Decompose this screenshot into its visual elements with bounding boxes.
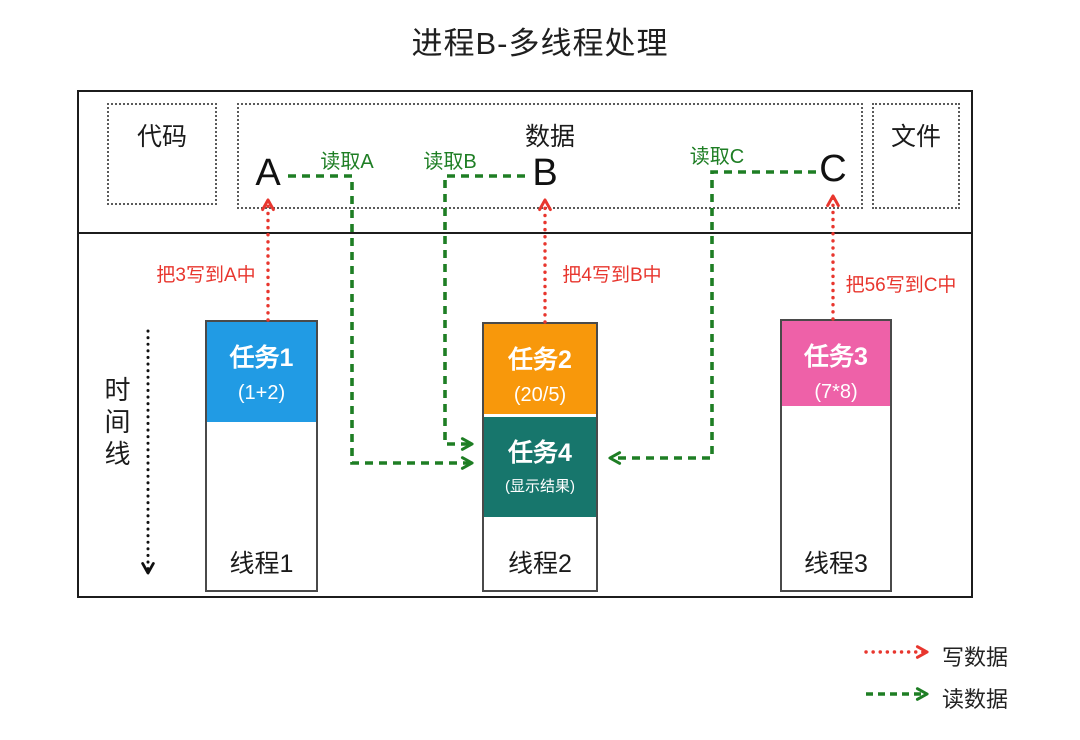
- read-b-label: 读取B: [423, 151, 477, 173]
- code-box: 代码: [107, 103, 217, 205]
- thread-3-column: 任务3 (7*8) 线程3: [780, 319, 892, 592]
- variable-a: A: [255, 152, 281, 194]
- process-box: [77, 90, 973, 598]
- file-box: 文件: [872, 103, 960, 209]
- legend-write-label: 写数据: [942, 645, 1009, 670]
- data-box-label: 数据: [524, 123, 575, 151]
- thread-2-label: 线程2: [508, 550, 572, 578]
- thread-2-column: 任务2 (20/5) 任务4 (显示结果) 线程2: [482, 322, 598, 592]
- task-3-block: 任务3 (7*8): [782, 321, 890, 406]
- write-b-label: 把4写到B中: [562, 265, 662, 286]
- write-c-label: 把56写到C中: [845, 275, 957, 296]
- task-2-title: 任务2: [508, 346, 572, 374]
- timeline-label: 时间线: [101, 376, 131, 472]
- task-4-detail: (显示结果): [505, 478, 575, 495]
- task-4-title: 任务4: [508, 439, 572, 467]
- code-box-label: 代码: [136, 123, 187, 151]
- thread-3-label: 线程3: [804, 550, 868, 578]
- read-c-label: 读取C: [689, 146, 745, 168]
- task-4-block: 任务4 (显示结果): [484, 417, 596, 517]
- task-3-detail: (7*8): [814, 381, 858, 403]
- thread-1-label: 线程1: [229, 550, 294, 578]
- read-a-label: 读取A: [320, 151, 374, 173]
- task-2-detail: (20/5): [513, 384, 567, 406]
- variable-b: B: [532, 152, 558, 194]
- task-1-detail: (1+2): [237, 382, 286, 404]
- task-1-block: 任务1 (1+2): [207, 322, 316, 422]
- task-2-block: 任务2 (20/5): [484, 324, 596, 414]
- file-box-label: 文件: [890, 123, 941, 151]
- section-divider: [77, 232, 973, 234]
- legend-read-label: 读数据: [942, 687, 1009, 712]
- write-a-label: 把3写到A中: [156, 265, 256, 286]
- task-3-title: 任务3: [804, 343, 868, 371]
- variable-c: C: [819, 148, 847, 190]
- task-1-title: 任务1: [229, 344, 294, 372]
- thread-1-column: 任务1 (1+2) 线程1: [205, 320, 318, 592]
- page-title: 进程B-多线程处理: [411, 26, 669, 61]
